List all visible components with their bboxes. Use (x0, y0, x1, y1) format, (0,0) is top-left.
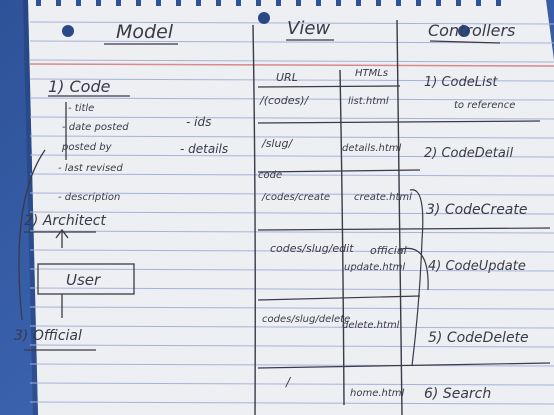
view-row-html-4: update.html (344, 262, 405, 273)
paper-shadow (23, 0, 38, 415)
view-row-url-2: /slug/ (261, 137, 293, 150)
view-table-rules (257, 85, 551, 369)
controller-6: 6) Search (424, 386, 491, 402)
model-section-architect: 2) Architect (24, 213, 106, 229)
model-field-date: - date posted (62, 122, 129, 133)
view-url-prefix-note: code (258, 170, 282, 181)
binding-holes (62, 12, 470, 37)
view-header-html: HTMLs (355, 68, 388, 79)
view-row-html-1: list.html (348, 96, 389, 107)
view-row-url-3: /codes/create (261, 192, 330, 203)
view-row-html-3: create.html (354, 192, 412, 203)
model-field-description: - description (58, 192, 120, 203)
view-row-url-5: codes/slug/delete (262, 314, 350, 325)
model-section-code: 1) Code (48, 77, 111, 96)
model-user-box-label: User (66, 271, 101, 289)
model-section-official: 3) Official (14, 328, 82, 344)
ruled-lines (29, 21, 554, 405)
view-row-html-5: delete.html (342, 320, 400, 331)
model-field-title: - title (68, 103, 94, 114)
controller-5: 5) CodeDelete (428, 330, 529, 346)
top-margin-line (29, 63, 554, 67)
controller-1: 1) CodeList (424, 75, 498, 90)
controller-3: 3) CodeCreate (426, 202, 528, 218)
view-row-url-1: /(codes)/ (259, 94, 310, 107)
model-side-note-ids: - ids (186, 115, 211, 129)
view-arrow-note: official (370, 244, 407, 257)
heading-view: View (287, 18, 330, 39)
view-row-html-6: home.html (350, 388, 405, 399)
model-diagram (18, 95, 135, 351)
controller-braces (397, 189, 429, 367)
model-field-posted-by: posted by (61, 142, 113, 153)
controller-4: 4) CodeUpdate (428, 259, 526, 274)
heading-underlines (104, 39, 501, 45)
perforation-edge (36, 0, 501, 6)
heading-controllers: Controllers (428, 21, 515, 40)
controller-1-note: to reference (454, 100, 515, 111)
view-row-html-2: details.html (342, 143, 401, 154)
paper-sheet (28, 0, 554, 415)
view-row-url-4: codes/slug/edit (270, 242, 354, 255)
heading-model: Model (116, 21, 174, 43)
model-field-last-revised: - last revised (58, 163, 123, 174)
model-side-note-details: - details (180, 142, 228, 156)
column-dividers (252, 19, 403, 415)
controller-2: 2) CodeDetail (424, 146, 513, 161)
view-row-url-6: / (285, 375, 292, 389)
view-header-url: URL (276, 71, 298, 84)
